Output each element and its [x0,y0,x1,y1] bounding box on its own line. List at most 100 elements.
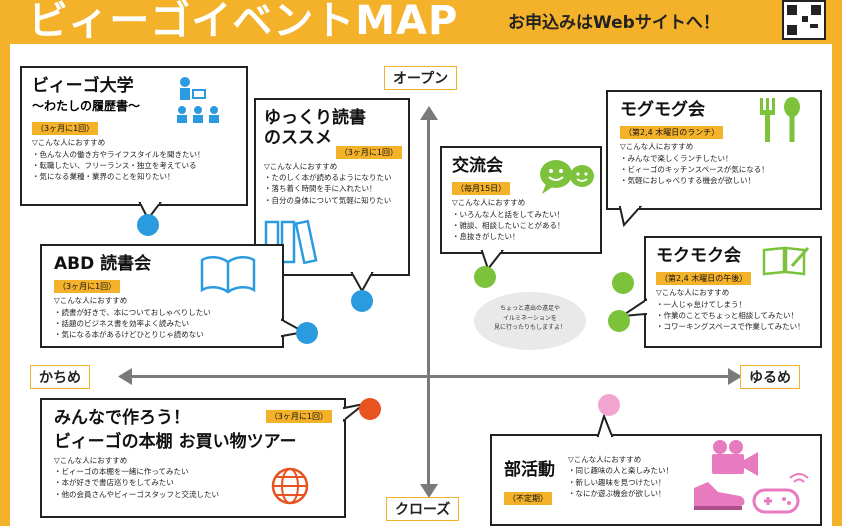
event-dot-yukkuri [351,290,373,312]
event-dot-mokumoku [608,310,630,332]
frequency-tag: （第2,4 木曜日の午後） [656,272,752,286]
event-card-abd[interactable]: ABD 読書会 （3ヶ月に1回） ▽こんな人におすすめ ・読書が好きで、本につい… [40,244,284,348]
event-title: ABD 読書会 [54,254,152,274]
event-title: ビィーゴ大学 [32,76,134,96]
event-dot-abd [296,322,318,344]
frequency-tag: （不定期） [504,492,552,505]
axis-arrow-down-icon [420,484,438,498]
recommend-heading: ▽こんな人におすすめ [54,455,128,465]
recommend-list: ▽こんな人におすすめ ・同じ趣味の人と楽しみたい！ ・新しい趣味を見つけたい！ … [568,454,673,499]
event-subtitle: 〜わたしの履歴書〜 [32,99,141,114]
chat-smile-icon [540,160,594,194]
recommend-item: ・息抜きがしたい！ [452,232,520,242]
axis-label-kachime: かちめ [30,365,90,389]
recommend-item: ・雑談、相談したいことがある！ [452,220,565,230]
page-title: ビィーゴイベントMAP [28,0,459,44]
recommend-item: ・落ち着く時間を手に入れたい！ [264,184,377,194]
excursion-note: ちょっと遠出の遠足や イルミネーションを 見に行ったりもしますよ！ [474,292,586,350]
video-camera-icon [712,440,758,476]
event-dot-mogumogu [612,272,634,294]
notebook-pen-icon [762,246,810,276]
recommend-item: ・読書が好きで、本についておしゃべりしたい [54,307,211,317]
recommend-item: ・たのしく本が読めるようになりたい [264,173,392,183]
recommend-item: ・新しい趣味を見つけたい！ [568,477,666,487]
recommend-item: ・コワーキングスペースで作業してみたい！ [656,322,805,332]
recommend-item: ・ビィーゴのキッチンスペースが気になる！ [620,164,769,174]
event-title: 部活動 [504,460,555,480]
recommend-list: ▽こんな人におすすめ ・たのしく本が読めるようになりたい ・落ち着く時間を手に入… [264,161,400,206]
axis-label-yurume: ゆるめ [740,365,800,389]
game-controller-icon [752,488,800,514]
recommend-item: ・気になる本があるけどひとりじゃ読めない [54,330,204,340]
callout-tail [618,205,643,228]
frequency-tag: （第2,4 木曜日のランチ） [620,126,724,140]
recommend-list: ▽こんな人におすすめ ・色んな人の働き方やライフスタイルを聞きたい！ ・転職した… [32,137,236,182]
recommend-item: ・他の会員さんやビィーゴスタッフと交流したい [54,489,219,499]
recommend-item: ・話題のビジネス書を効率よく読みたい [54,318,189,328]
horizontal-axis [130,375,730,378]
vertical-axis [427,116,430,486]
recommend-heading: ▽こんな人におすすめ [568,455,642,464]
recommend-list: ▽こんな人におすすめ ・みんなで楽しくランチしたい！ ・ビィーゴのキッチンスペー… [620,141,808,186]
frequency-tag: （3ヶ月に1回） [335,146,402,159]
event-dot-koryu [474,266,496,288]
globe-icon [271,467,309,505]
open-book-icon [200,256,256,294]
recommend-item: ・気になる業種・業界のことを知りたい！ [32,172,175,182]
note-line: イルミネーションを [503,314,557,322]
frequency-tag: （3ヶ月に1回） [54,280,121,294]
recommend-list: ▽こんな人におすすめ ・読書が好きで、本についておしゃべりしたい ・話題のビジネ… [54,295,270,340]
recommend-item: ・自分の身体について気軽に知りたい [264,195,392,205]
event-card-daigaku[interactable]: ビィーゴ大学 〜わたしの履歴書〜 （3ヶ月に1回） ▽こんな人におすすめ ・色ん… [20,66,248,206]
callout-tail [138,201,162,221]
note-line: 見に行ったりもしますよ！ [493,324,566,332]
fork-spoon-icon [760,97,800,142]
recommend-heading: ▽こんな人におすすめ [54,296,128,306]
recommend-item: ・転職したい、フリーランス・独立を考えている [32,160,197,170]
apply-notice: お申込みはWebサイトへ！ [508,13,720,33]
axis-label-open: オープン [384,66,458,90]
event-card-mokumoku[interactable]: モクモク会 （第2,4 木曜日の午後） ▽こんな人におすすめ ・一人じゃ怠けてし… [644,236,822,348]
frequency-tag: （毎月15日） [452,182,511,196]
event-title: 交流会 [452,156,503,176]
seminar-icon [177,77,219,123]
axis-arrow-right-icon [728,368,742,385]
event-title: みんなで作ろう！ [54,408,190,428]
event-dot-bukatsu [598,394,620,416]
recommend-list: ▽こんな人におすすめ ・一人じゃ怠けてしまう！ ・作業のことでちょっと相談してみ… [656,287,810,332]
recommend-heading: ▽こんな人におすすめ [620,142,694,152]
event-title-line2: のススメ [264,128,332,149]
axis-label-close: クローズ [386,497,460,521]
event-card-koryu[interactable]: 交流会 （毎月15日） ▽こんな人におすすめ ・いろんな人と話をしてみたい！ ・… [440,146,602,254]
recommend-heading: ▽こんな人におすすめ [452,198,526,208]
frequency-tag: （3ヶ月に1回） [265,410,332,423]
recommend-heading: ▽こんな人におすすめ [32,138,106,148]
event-dot-daigaku [137,214,159,236]
recommend-item: ・本が好きで書店巡りをしてみたい [54,478,174,488]
recommend-item: ・一人じゃ怠けてしまう！ [656,299,746,309]
note-line: ちょっと遠出の遠足や [499,305,560,312]
qr-code[interactable] [782,0,826,40]
recommend-item: ・気軽におしゃべりする機会が欲しい！ [620,176,755,186]
recommend-item: ・同じ趣味の人と楽しみたい！ [568,466,673,476]
callout-tail [596,412,614,438]
recommend-list: ▽こんな人におすすめ ・いろんな人と話をしてみたい！ ・雑談、相談したいことがあ… [452,197,590,242]
callout-tail [480,249,505,272]
recommend-item: ・色んな人の働き方やライフスタイルを聞きたい！ [32,149,205,159]
event-title: モグモグ会 [620,100,705,120]
callout-tail [350,271,374,294]
recommend-item: ・いろんな人と話をしてみたい！ [452,209,565,219]
recommend-item: ・みんなで楽しくランチしたい！ [620,153,733,163]
wifi-icon [789,473,809,483]
recommend-heading: ▽こんな人におすすめ [264,161,338,171]
recommend-item: ・ビィーゴの本棚を一緒に作ってみたい [54,467,189,477]
event-title: モクモク会 [656,246,741,266]
recommend-list: ▽こんな人におすすめ ・ビィーゴの本棚を一緒に作ってみたい ・本が好きで書店巡り… [54,455,332,500]
sneaker-icon [694,482,745,510]
recommend-heading: ▽こんな人におすすめ [656,288,730,298]
callout-tail [621,298,648,317]
event-title: ゆっくり読書 [264,108,366,128]
event-title-line2: ビィーゴの本棚 お買い物ツアー [54,432,297,453]
event-dot-hondana [359,398,381,420]
axis-arrow-up-icon [420,106,438,120]
